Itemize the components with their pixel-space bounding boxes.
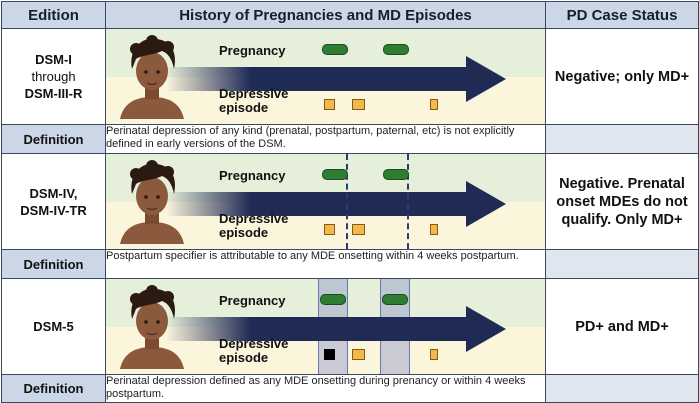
edition-line: DSM-5: [33, 319, 74, 334]
edition-line: DSM-I: [35, 52, 72, 67]
definition-label: Definition: [1, 374, 106, 403]
episode-marker: [324, 224, 335, 235]
postpartum-window-line: [346, 154, 348, 249]
episode-marker: [352, 224, 365, 235]
header-edition: Edition: [1, 1, 106, 29]
pregnancy-bar: [322, 44, 348, 55]
header-status: PD Case Status: [545, 1, 699, 29]
timeline-arrow: [166, 181, 506, 227]
depressive-label-line: Depressive: [219, 86, 289, 101]
episode-marker: [324, 99, 335, 110]
episode-label-line: episode: [219, 350, 269, 365]
person-illustration: [120, 285, 184, 369]
episode-label-line: episode: [219, 100, 269, 115]
edition-dsm-iv: DSM-IV, DSM-IV-TR: [1, 153, 106, 250]
episode-marker: [430, 349, 438, 360]
depressive-label-line: Depressive: [219, 211, 289, 226]
pregnancy-label: Pregnancy: [219, 168, 286, 183]
pregnancy-bar: [382, 294, 408, 305]
edition-dsm-5: DSM-5: [1, 278, 106, 375]
timeline-arrow: [166, 56, 506, 102]
episode-marker: [430, 99, 438, 110]
pregnancy-bar: [320, 294, 346, 305]
definition-label: Definition: [1, 249, 106, 279]
definition-status-blank: [545, 124, 699, 154]
definition-text-3: Perinatal depression defined as any MDE …: [105, 374, 546, 403]
definition-status-blank: [545, 374, 699, 403]
postpartum-window-line: [407, 154, 409, 249]
episode-label-line: episode: [219, 225, 269, 240]
definition-text-2: Postpartum specifier is attributable to …: [105, 249, 546, 279]
edition-dsm-i: DSM-I through DSM-III-R: [1, 28, 106, 125]
perinatal-episode-marker: [324, 349, 335, 360]
edition-line: DSM-IV-TR: [20, 202, 87, 218]
person-illustration: [120, 160, 184, 244]
definition-status-blank: [545, 249, 699, 279]
history-panel-1: Pregnancy Depressive episode: [105, 28, 546, 125]
pregnancy-bar: [322, 169, 348, 180]
pregnancy-label: Pregnancy: [219, 43, 286, 58]
depressive-episode-label: Depressive episode: [219, 87, 288, 115]
edition-line: DSM-IV,: [29, 185, 78, 201]
status-1: Negative; only MD+: [545, 28, 699, 125]
timeline-arrow: [166, 306, 506, 352]
definition-text-1: Perinatal depression of any kind (prenat…: [105, 124, 546, 154]
history-panel-3: Pregnancy Depressive episode: [105, 278, 546, 375]
definition-label: Definition: [1, 124, 106, 154]
edition-line: through: [31, 69, 76, 84]
status-2: Negative. Prenatal onset MDEs do not qua…: [545, 153, 699, 250]
edition-line: DSM-III-R: [24, 86, 83, 101]
episode-marker: [352, 349, 365, 360]
depressive-episode-label: Depressive episode: [219, 212, 288, 240]
history-panel-2: Pregnancy Depressive episode: [105, 153, 546, 250]
pregnancy-bar: [383, 169, 409, 180]
header-history: History of Pregnancies and MD Episodes: [105, 1, 546, 29]
pregnancy-label: Pregnancy: [219, 293, 286, 308]
episode-marker: [430, 224, 438, 235]
status-3: PD+ and MD+: [545, 278, 699, 375]
episode-marker: [352, 99, 365, 110]
person-illustration: [120, 35, 184, 119]
pregnancy-bar: [383, 44, 409, 55]
depressive-episode-label: Depressive episode: [219, 337, 288, 365]
depressive-label-line: Depressive: [219, 336, 289, 351]
